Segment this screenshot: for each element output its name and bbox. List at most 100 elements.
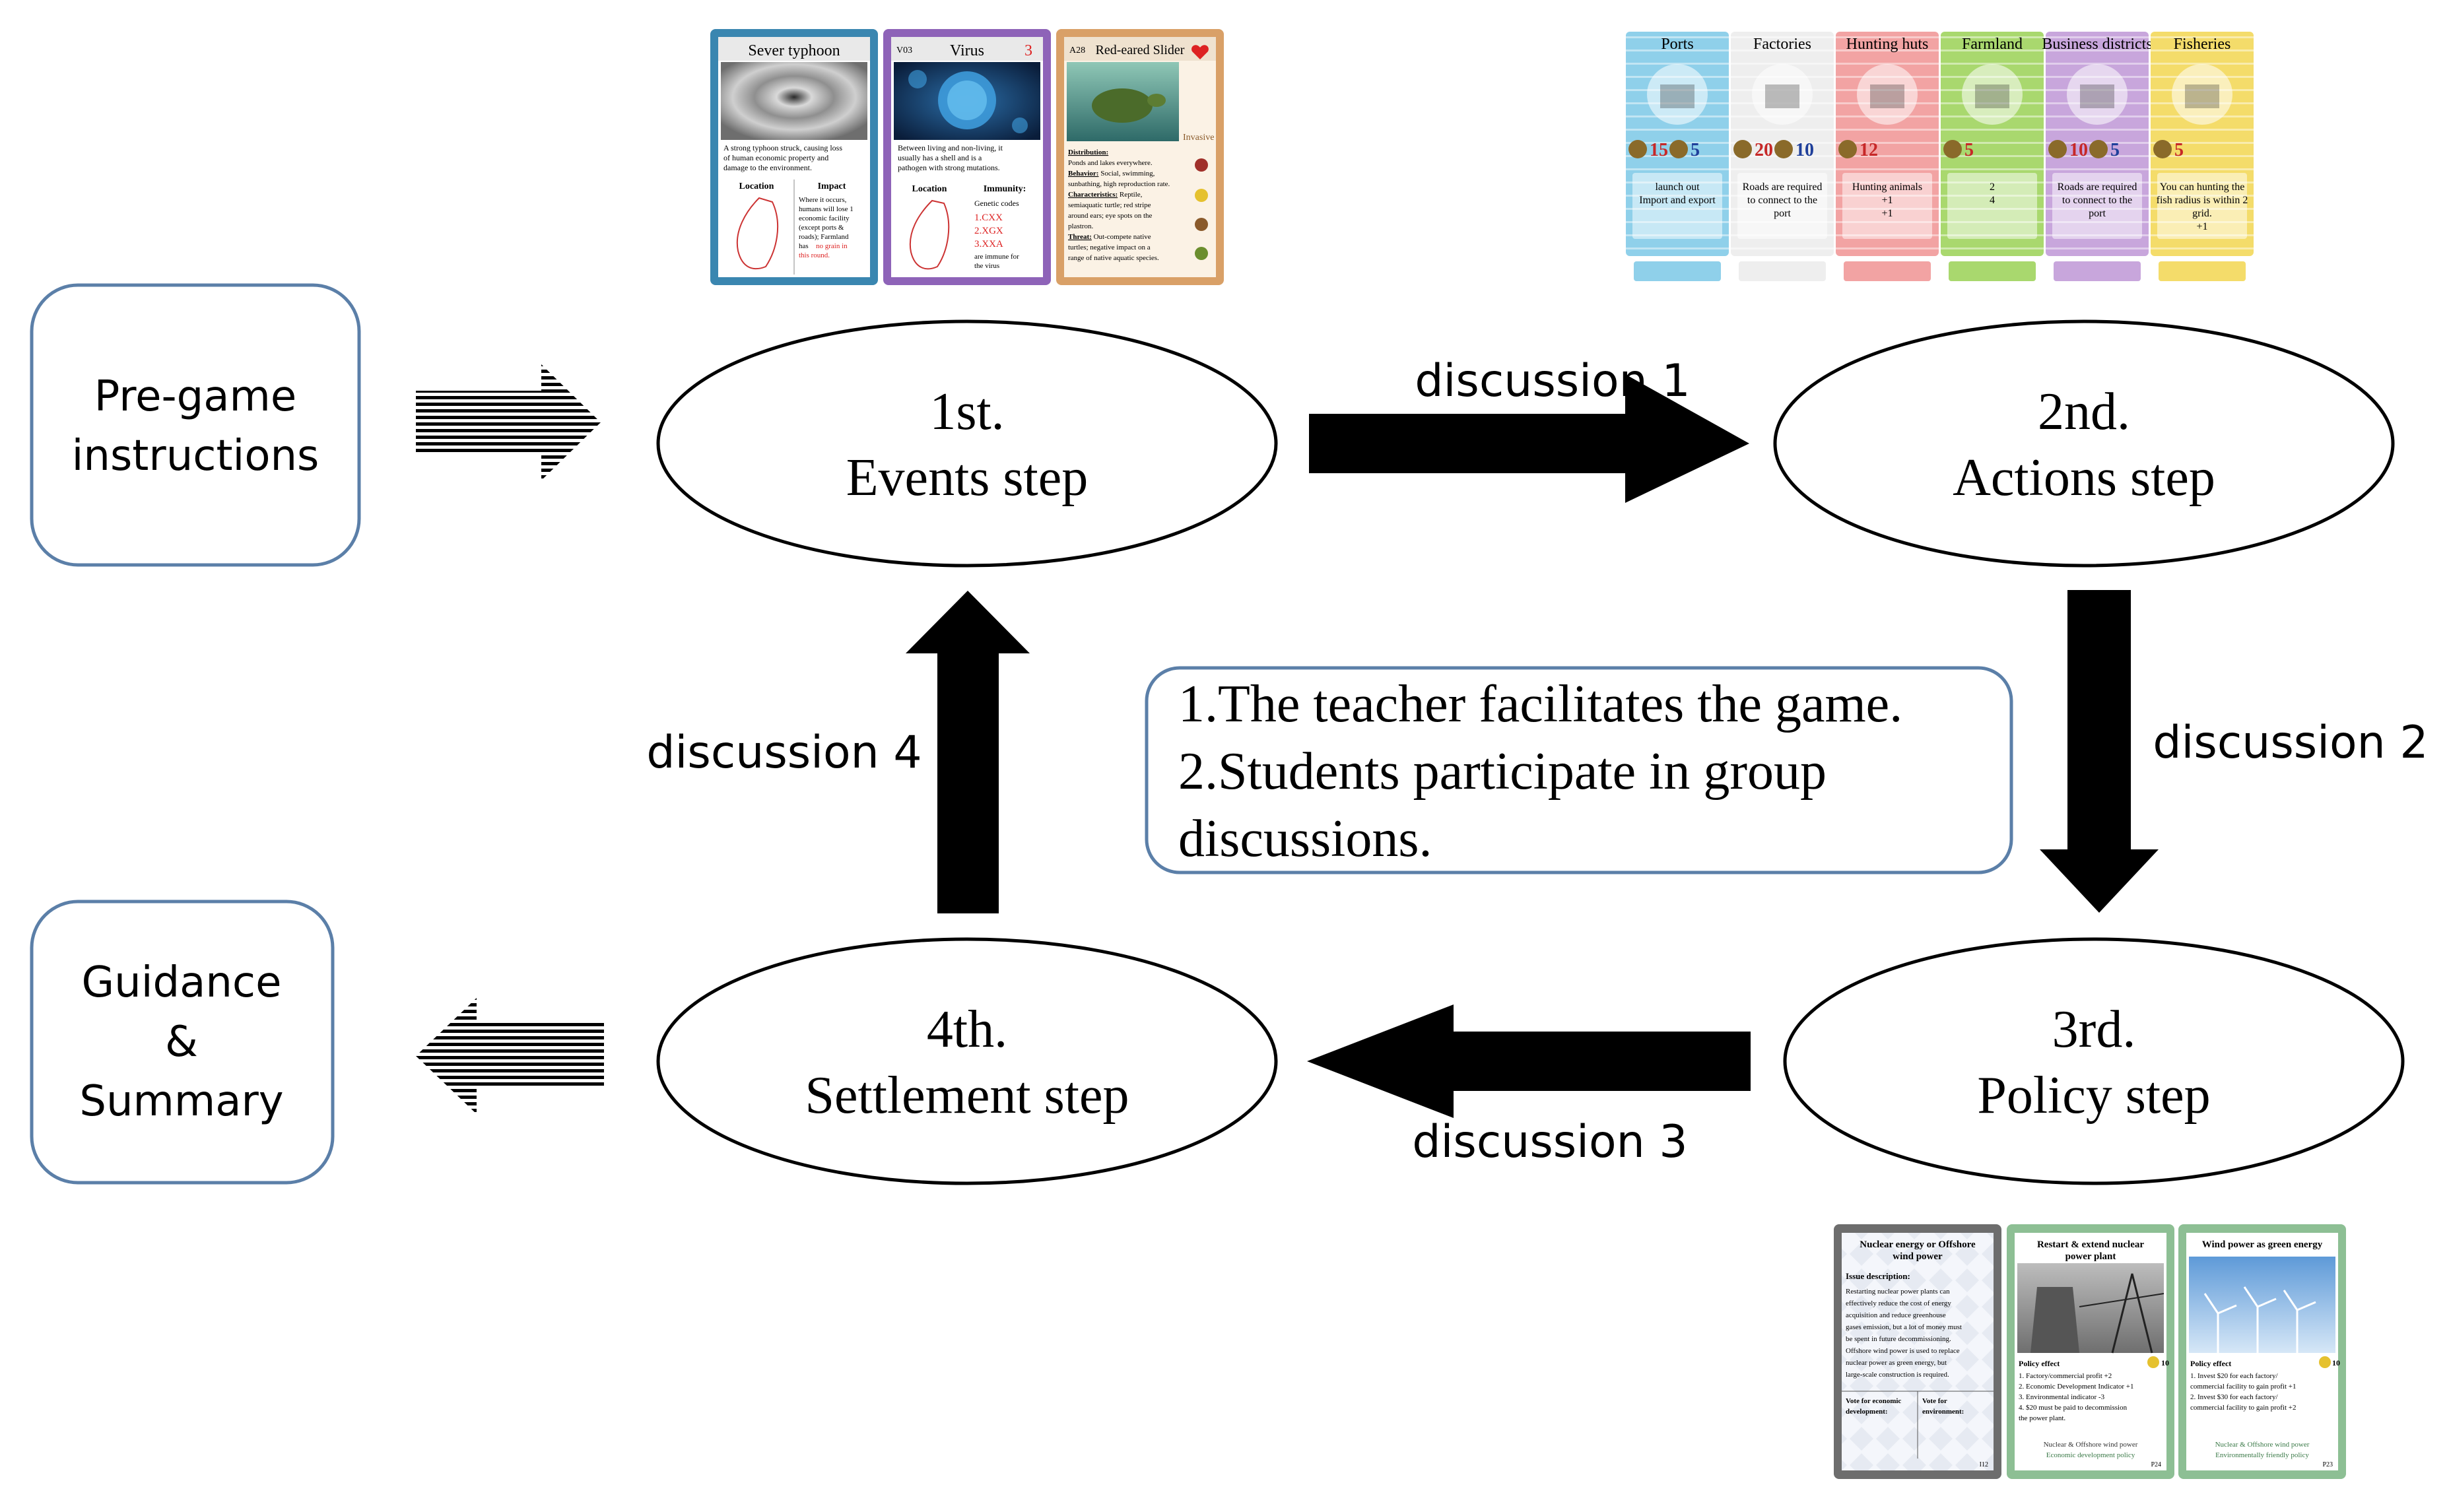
action-card-text: launch out [1655, 181, 1700, 193]
typhoon-impact-7: no grain in [816, 242, 848, 250]
nuclear-footer-1: Nuclear & Offshore wind power [2044, 1441, 2138, 1449]
virus-card-number: 3 [1024, 42, 1032, 59]
vote-environment-1: Vote for [1922, 1397, 1947, 1405]
action-card-text: Hunting animals [1852, 181, 1922, 193]
event-card-red-eared-slider: A28 Red-eared Slider Invasive Distributi… [1056, 29, 1224, 285]
building-icon [2067, 64, 2128, 125]
policy-step-label: Policy step [1977, 1067, 2210, 1125]
policy-step-node: 3rd. Policy step [1783, 937, 2405, 1185]
action-card-text: port [1774, 208, 1791, 219]
money-bag-icon [1943, 140, 1962, 158]
money-bag-icon [1838, 140, 1857, 158]
action-card-text: +1 [1881, 208, 1893, 219]
resource-icon [1195, 247, 1208, 260]
heart-icon [1191, 45, 1209, 59]
wind-effect-label: Policy effect [2190, 1359, 2231, 1368]
typhoon-impact-5: roads); Farmland [799, 233, 849, 241]
virus-immunity-6: the virus [974, 262, 999, 270]
guidance-line-1: Guidance [82, 958, 282, 1007]
policy-issue-7: nuclear power as green energy, but [1846, 1359, 1947, 1367]
events-step-number: 1st. [929, 383, 1004, 441]
events-step-label: Events step [846, 449, 1089, 507]
pregame-box: Pre-game instructions [30, 283, 361, 567]
nuclear-effect-1: 1. Factory/commercial profit +2 [2019, 1372, 2112, 1380]
action-card-value: 5 [2174, 140, 2184, 160]
settlement-step-number: 4th. [927, 1001, 1007, 1059]
discussion-3-label: discussion 3 [1412, 1116, 1687, 1168]
action-card-text: You can hunting the [2160, 181, 2245, 193]
coin-icon [2319, 1356, 2331, 1368]
money-bag-icon [1733, 140, 1752, 158]
money-bag-icon [1628, 140, 1647, 158]
slider-desc-line: Threat: Out-compete native [1068, 233, 1151, 241]
building-icon [1962, 64, 2023, 125]
settlement-step-node: 4th. Settlement step [656, 937, 1278, 1185]
slider-desc-line: Behavior: Social, swimming, [1068, 170, 1155, 178]
building-icon [1647, 64, 1708, 125]
typhoon-impact-2: humans will lose 1 [799, 205, 854, 213]
action-card-name: Factories [1753, 36, 1811, 53]
slider-desc-line: Ponds and lakes everywhere. [1068, 159, 1153, 167]
nuclear-title-1: Restart & extend nuclear [2037, 1239, 2144, 1250]
actions-step-label: Actions step [1953, 449, 2215, 507]
pregame-line-2: instructions [72, 432, 319, 480]
action-card-text: +1 [1881, 195, 1893, 206]
guidance-box: Guidance & Summary [30, 900, 335, 1185]
money-bag-icon [1669, 140, 1688, 158]
typhoon-impact-4: (except ports & [799, 224, 844, 232]
action-card-value: 5 [1691, 140, 1700, 160]
nuclear-effect-3: 3. Environmental indicator -3 [2019, 1393, 2105, 1401]
arrow-policy-to-settlement [1307, 1004, 1751, 1118]
coin-icon [2147, 1356, 2159, 1368]
money-bag-icon [2048, 140, 2067, 158]
vote-economic-1: Vote for economic [1846, 1397, 1901, 1405]
typhoon-card-title: Sever typhoon [748, 42, 840, 59]
policy-issue-title-2: wind power [1893, 1251, 1943, 1262]
slider-card-code: A28 [1069, 46, 1085, 55]
money-bag-icon [1774, 140, 1793, 158]
action-card-value: 5 [2110, 140, 2120, 160]
card-stand [2159, 261, 2246, 281]
taiwan-map-icon [736, 197, 779, 270]
discussion-2-label: discussion 2 [2153, 717, 2428, 769]
wind-effect-3: 2. Invest $30 for each factory/ [2190, 1393, 2279, 1401]
invasive-tag: Invasive [1183, 133, 1214, 143]
policy-cards: Nuclear energy or Offshore wind power Is… [1834, 1224, 2346, 1479]
wind-effect-2: commercial facility to gain profit +1 [2190, 1383, 2296, 1391]
wind-turbines [2203, 1286, 2316, 1353]
card-stand [1634, 261, 1721, 281]
action-card-value: 5 [1964, 140, 1974, 160]
typhoon-impact-3: economic facility [799, 214, 850, 222]
virus-card-title: Virus [950, 42, 984, 59]
actions-step-number: 2nd. [2038, 383, 2130, 441]
virus-immunity-3: 2.XGX [974, 226, 1003, 236]
nuclear-effect-2: 2. Economic Development Indicator +1 [2019, 1383, 2134, 1391]
vote-economic-2: development: [1846, 1408, 1888, 1416]
card-stand [1949, 261, 2036, 281]
arrow-events-to-actions [1309, 374, 1749, 503]
action-card-text: +1 [2196, 221, 2207, 232]
typhoon-desc-3: damage to the environment. [723, 163, 812, 172]
action-card-name: Hunting huts [1846, 36, 1929, 53]
virus-desc-1: Between living and non-living, it [898, 143, 1003, 152]
virus-card-code: V03 [896, 46, 912, 55]
slider-desc-line: sunbathing, high reproduction rate. [1068, 180, 1170, 188]
settlement-step-label: Settlement step [805, 1067, 1129, 1125]
action-card-text: fish radius is within 2 [2157, 195, 2248, 206]
typhoon-impact-label: Impact [818, 181, 846, 191]
typhoon-impact-8: this round. [799, 251, 830, 259]
typhoon-impact-1: Where it occurs, [799, 196, 847, 204]
policy-issue-2: effectively reduce the cost of energy [1846, 1299, 1951, 1307]
money-bag-icon [2153, 140, 2172, 158]
facilitation-note: 1.The teacher facilitates the game. 2.St… [1145, 666, 2013, 874]
guidance-striped-arrow [416, 998, 604, 1114]
policy-issue-code: I12 [1980, 1461, 1988, 1468]
action-card-name: Ports [1661, 36, 1693, 53]
event-card-virus: V03 Virus 3 Between living and non-livin… [883, 29, 1051, 285]
virus-immunity-label: Immunity: [984, 184, 1026, 194]
